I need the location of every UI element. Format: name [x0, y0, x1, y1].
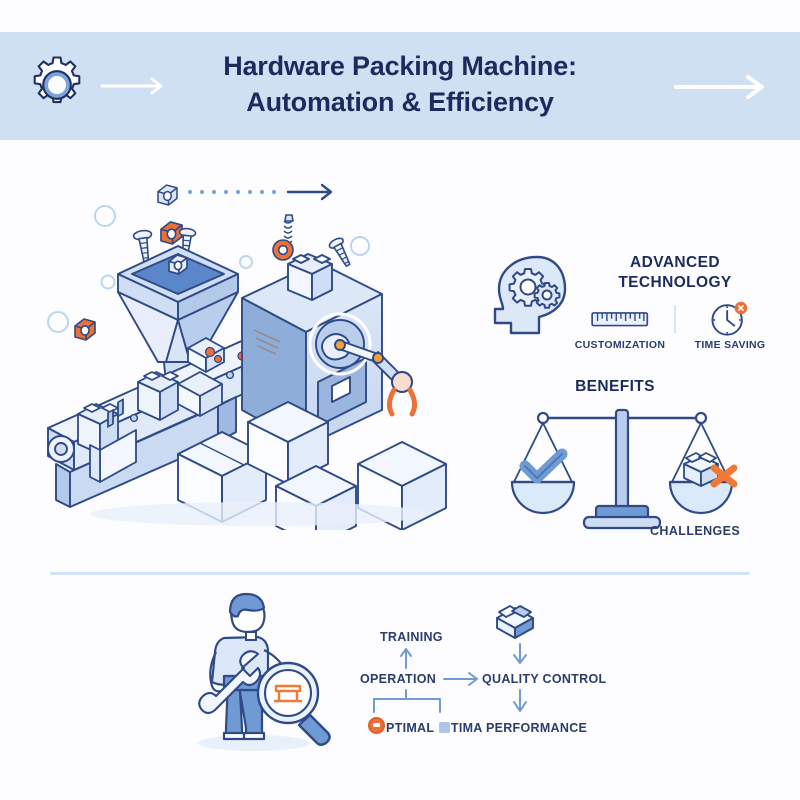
- customization-label: CUSTOMIZATION: [574, 339, 666, 351]
- magnifier-icon: [256, 661, 331, 746]
- challenges-label: CHALLENGES: [650, 524, 741, 538]
- screw: [132, 214, 351, 267]
- outcome-suffix: TIMA PERFORMANCE: [450, 721, 588, 735]
- advanced-technology-label: ADVANCED TECHNOLOGY: [575, 253, 775, 293]
- isometric-packing-machine: [47, 183, 447, 530]
- technology-items: CUSTOMIZATION TIME SAVING: [570, 301, 780, 371]
- wrench-icon: [198, 650, 262, 715]
- blue-square-glyph: [438, 722, 450, 733]
- outcome-prefix: PTIMAL: [386, 721, 435, 735]
- vertical-divider: [674, 305, 676, 333]
- open-box-icon: [683, 452, 719, 487]
- section-divider: [50, 572, 750, 575]
- page-title-line1: Hardware Packing Machine:: [223, 51, 577, 81]
- page-title-line2: Automation & Efficiency: [246, 87, 554, 117]
- benefits-block: BENEFITS: [500, 378, 790, 548]
- technician-with-magnifier-icon: [198, 592, 331, 751]
- ruler-icon: [570, 303, 670, 335]
- advanced-technology-block: ADVANCED TECHNOLOGY CUSTOMIZATION: [480, 245, 780, 375]
- head-with-gears-icon: [493, 255, 567, 335]
- tech-label-line1: ADVANCED: [630, 254, 720, 271]
- gear-icon: [33, 56, 81, 104]
- machine-body: [241, 253, 383, 447]
- technology-item-time-saving: TIME SAVING: [680, 301, 780, 351]
- control-panel: [89, 398, 137, 483]
- open-box-icon: [496, 605, 534, 639]
- time-saving-label: TIME SAVING: [694, 339, 766, 351]
- process-flow-diagram: TRAINING OPERATION QUALITY CONTROL PTIMA…: [352, 600, 652, 745]
- flow-node-quality-control: QUALITY CONTROL: [482, 672, 607, 686]
- flow-node-training: TRAINING: [380, 630, 443, 644]
- flow-arrow: [187, 183, 333, 201]
- x-mark-icon: [710, 464, 738, 488]
- arrow-right-icon: [100, 77, 163, 95]
- small-box: [177, 337, 225, 417]
- checkmark-icon: [519, 448, 568, 484]
- machine-mini-icon: [274, 684, 302, 703]
- cardboard-box: [177, 401, 447, 530]
- washer: [272, 239, 294, 261]
- robotic-arm: [334, 339, 418, 417]
- clock-icon: [680, 301, 780, 336]
- page-title: Hardware Packing Machine: Automation & E…: [160, 48, 640, 120]
- balance-scale-icon: [510, 408, 738, 530]
- benefits-title: BENEFITS: [575, 378, 655, 395]
- flow-node-outcome: PTIMAL TIMA PERFORMANCE: [368, 717, 587, 735]
- orange-circle-glyph: [368, 717, 385, 734]
- flow-connectors: [373, 643, 527, 713]
- tech-label-line2: TECHNOLOGY: [618, 274, 732, 291]
- flow-node-operation: OPERATION: [360, 672, 437, 686]
- technology-item-customization: CUSTOMIZATION: [570, 303, 670, 351]
- hopper-funnel: [117, 245, 239, 406]
- arrow-right-icon: [674, 75, 764, 99]
